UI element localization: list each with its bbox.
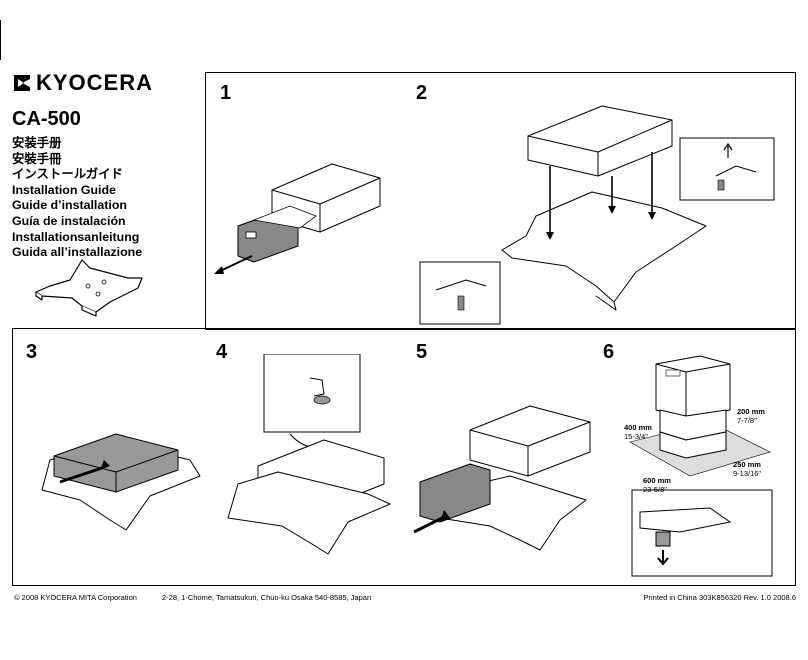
panel-1-2-border	[205, 72, 796, 330]
step-6-illustration	[629, 355, 773, 577]
title-ja: インストールガイド	[12, 167, 123, 182]
dimension-top-metric: 200 mm	[737, 407, 765, 416]
title-es: Guía de instalación	[12, 213, 126, 228]
step-6-number: 6	[603, 341, 615, 363]
dimension-left-metric: 400 mm	[624, 423, 652, 432]
title-fr: Guide d’installation	[12, 198, 127, 213]
dimension-right: 250 mm 9-13/16"	[733, 460, 761, 478]
dimension-top-imperial: 7-7/8"	[737, 416, 757, 425]
panel-3-6-border	[12, 328, 796, 586]
dimension-bottom-metric: 600 mm	[643, 476, 671, 485]
brand-name: KYOCERA	[36, 70, 154, 95]
title-en: Installation Guide	[12, 182, 116, 197]
footer-address: 2-28, 1-Chome, Tamatsukuri, Chuo-ku Osak…	[162, 593, 372, 602]
step-4-number: 4	[216, 341, 228, 363]
dimension-bottom-imperial: 23-5/8"	[643, 485, 667, 494]
step-5-number: 5	[416, 341, 428, 363]
title-it: Guida all’installazione	[12, 245, 143, 260]
kyocera-logo: KYOCERA	[12, 70, 153, 96]
title-de: Installationsanleitung	[12, 229, 140, 244]
step-4-illustration	[227, 354, 391, 555]
dimension-top: 200 mm 7-7/8"	[737, 407, 765, 425]
footer-printed: Printed in China 303K856320 Rev. 1.0 200…	[643, 593, 796, 602]
dimension-left: 400 mm 15-3/4"	[624, 423, 652, 441]
title-zh-cn: 安装手册	[12, 136, 62, 150]
step-5-illustration	[413, 405, 591, 551]
footer-copyright: © 2008 KYOCERA MITA Corporation	[14, 593, 137, 602]
dimension-left-imperial: 15-3/4"	[624, 432, 648, 441]
model-name: CA-500	[12, 108, 81, 130]
title-list: 安装手册 安裝手冊 インストールガイド Installation Guide G…	[12, 136, 142, 261]
dimension-bottom: 600 mm 23-5/8"	[643, 476, 671, 494]
step-2-number: 2	[416, 82, 428, 104]
kyocera-logo-icon	[14, 75, 30, 91]
step-3-number: 3	[26, 341, 38, 363]
step-2-illustration	[419, 105, 775, 325]
step-3-illustration	[41, 433, 201, 531]
title-zh-tw: 安裝手冊	[12, 151, 62, 166]
dimension-right-metric: 250 mm	[733, 460, 761, 469]
step-1-illustration	[214, 163, 381, 274]
trim-mark	[0, 20, 1, 60]
step-1-number: 1	[220, 82, 232, 104]
dimension-right-imperial: 9-13/16"	[733, 469, 762, 478]
base-illustration	[35, 259, 143, 317]
